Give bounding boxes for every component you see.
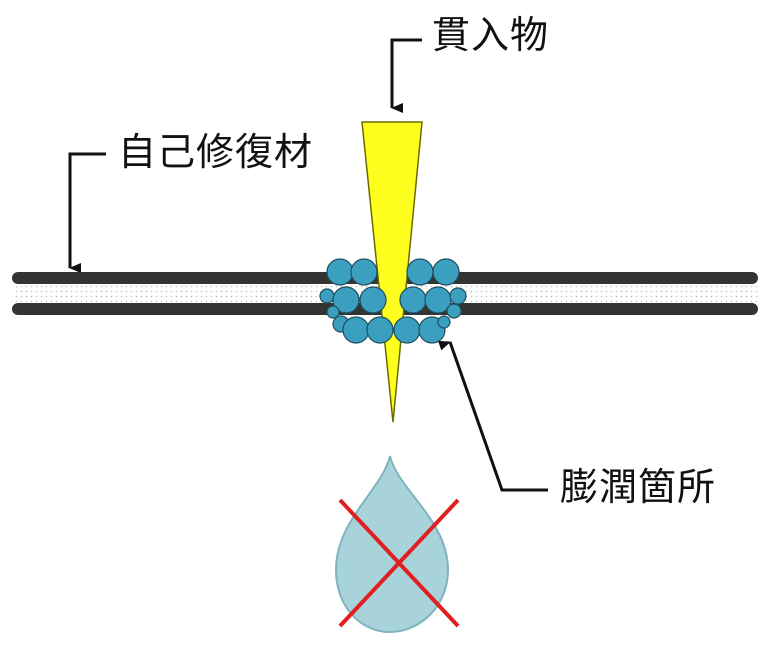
liquid-droplet [334,455,450,634]
sphere [326,305,340,319]
cross-line-2 [338,498,460,628]
sphere [342,316,370,344]
sphere [326,258,354,286]
swollen-arrow [437,340,548,492]
sphere [432,258,460,286]
self-healing-material-label: 自己修復材 [118,130,314,174]
swollen-area-label: 膨潤箇所 [560,465,717,509]
sphere [399,286,427,314]
droplet-group [334,455,460,634]
sphere [359,286,387,314]
sphere [350,258,378,286]
sphere [319,288,335,304]
sphere [332,286,360,314]
swollen-spheres [319,258,467,344]
material-arrow [68,152,106,273]
penetrator-label: 貫入物 [432,13,550,57]
sphere [449,287,467,305]
penetrator-arrow [390,38,422,113]
sphere [406,258,434,286]
sphere [446,303,462,319]
sphere [393,316,421,344]
sphere [366,316,394,344]
leader-arrows [68,38,548,492]
sphere [437,315,451,329]
